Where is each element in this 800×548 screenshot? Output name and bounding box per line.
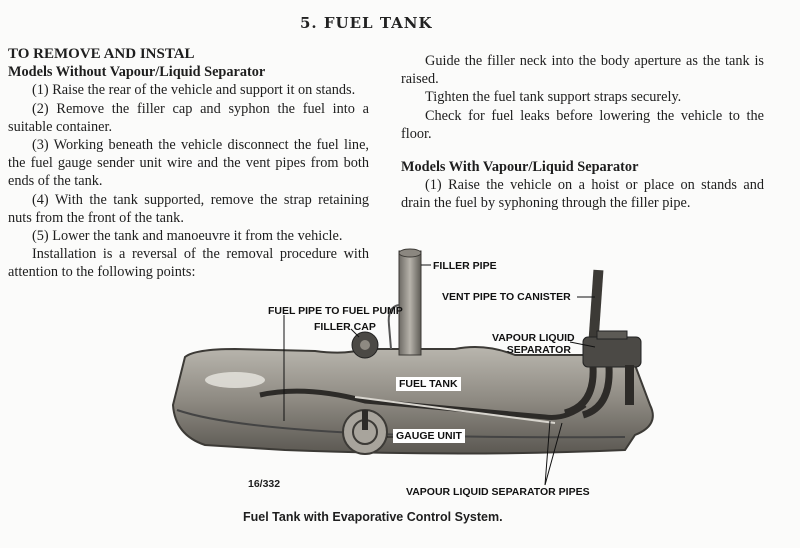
point-filler-neck: Guide the filler neck into the body aper… — [401, 53, 764, 88]
step-4: (4) With the tank supported, remove the … — [8, 191, 369, 226]
label-separator-line2: SEPARATOR — [506, 344, 571, 356]
figure-caption: Fuel Tank with Evaporative Control Syste… — [243, 510, 503, 524]
label-fuel-pipe: FUEL PIPE TO FUEL PUMP — [268, 305, 403, 317]
label-vent-pipe: VENT PIPE TO CANISTER — [442, 291, 571, 303]
label-separator-pipes: VAPOUR LIQUID SEPARATOR PIPES — [406, 486, 590, 498]
point-straps: Tighten the fuel tank support straps sec… — [425, 89, 682, 106]
heading-remove-install: TO REMOVE AND INSTAL — [8, 46, 195, 62]
right-column: Guide the filler neck into the body aper… — [401, 52, 764, 213]
subheading-without-separator: Models Without Vapour/Liquid Separator — [8, 64, 266, 81]
label-filler-pipe: FILLER PIPE — [433, 260, 497, 272]
label-separator-line1: VAPOUR LIQUID — [492, 332, 575, 344]
fuel-tank-illustration-icon — [171, 248, 654, 486]
step-2: (2) Remove the filler cap and syphon the… — [8, 100, 369, 135]
subheading-with-separator: Models With Vapour/Liquid Separator — [401, 159, 639, 176]
point-leaks: Check for fuel leaks before lowering the… — [401, 107, 764, 142]
installation-note: Installation is a reversal of the remova… — [8, 246, 369, 281]
label-filler-cap: FILLER CAP — [314, 321, 376, 333]
label-gauge-unit: GAUGE UNIT — [393, 429, 465, 443]
step-3: (3) Working beneath the vehicle disconne… — [8, 137, 369, 190]
label-fuel-tank: FUEL TANK — [396, 377, 461, 391]
section-title: 5. FUEL TANK — [300, 14, 433, 32]
separator-step-1: (1) Raise the vehicle on a hoist or plac… — [401, 177, 764, 212]
left-column: TO REMOVE AND INSTAL Models Without Vapo… — [8, 45, 369, 282]
label-separator: VAPOUR LIQUID SEPARATOR — [492, 332, 575, 356]
fuel-tank-figure: FUEL PIPE TO FUEL PUMP FILLER CAP FILLER… — [165, 245, 665, 498]
step-1: (1) Raise the rear of the vehicle and su… — [32, 82, 356, 99]
figure-number: 16/332 — [248, 478, 281, 490]
step-5: (5) Lower the tank and manoeuvre it from… — [32, 228, 343, 245]
